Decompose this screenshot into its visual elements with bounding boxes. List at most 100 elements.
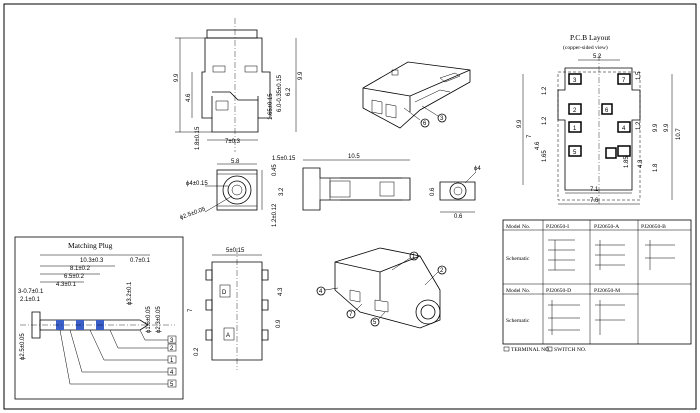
top-dim-d: 9.9 bbox=[298, 71, 304, 80]
plug-title: Matching Plug bbox=[68, 241, 113, 250]
plug-dim-10: ϕ2.5±0.05 bbox=[20, 333, 26, 360]
bottom-dim-right: 4.3 bbox=[278, 287, 284, 296]
plug-dim-1: 0.7±0.1 bbox=[130, 258, 151, 264]
plug-pin-label: 4 bbox=[170, 370, 174, 376]
pcb-pads: 3 7 2 6 1 4 5 bbox=[568, 73, 631, 159]
pcb-dim-r3: 9.9 bbox=[653, 123, 659, 132]
table-header-model: Model No. bbox=[506, 288, 531, 294]
plug-dim-2: 8.1±0.2 bbox=[70, 266, 91, 272]
pcb-dim-top: 5.2 bbox=[593, 54, 602, 60]
pcb-pad-label: 2 bbox=[573, 108, 577, 114]
matching-plug: Matching Plug 10.3±0.3 0.7±0.1 8.1±0.2 6… bbox=[14, 236, 184, 400]
top-view: 9.9 4.6 6.0-0.35±0.15 1.65±0.15 6.2 9.9 … bbox=[174, 18, 304, 152]
pcb-pad-label: 5 bbox=[573, 150, 577, 156]
pcb-dim-l2: 1.2 bbox=[542, 116, 548, 125]
top-dim-inner: 4.6 bbox=[186, 93, 192, 102]
pcb-pad-label: 1 bbox=[573, 126, 577, 132]
front-dim-h1: 0.45 bbox=[272, 164, 278, 176]
model-table: Model No. PJ20650-I PJ20650-A PJ20650-B … bbox=[502, 219, 692, 353]
plug-dim-6: 2.1±0.1 bbox=[20, 297, 41, 303]
pcb-dim-r6: 1.85 bbox=[624, 156, 630, 168]
pcb-pad-label: 7 bbox=[622, 78, 626, 84]
pcb-dim-l4: 7 bbox=[527, 134, 533, 138]
pcb-subtitle: (copper-sided view) bbox=[563, 44, 608, 51]
plug-dim-0: 10.3±0.3 bbox=[80, 258, 104, 264]
table-model-cell: PJ20650-M bbox=[594, 288, 620, 294]
iso-top-callout-6: 6 bbox=[423, 121, 427, 127]
pcb-dim-r2: 1.2 bbox=[636, 121, 642, 130]
detail-view: ϕ4 0.6 0.6 bbox=[430, 166, 481, 220]
pcb-dim-r7: 4.3 bbox=[638, 159, 644, 168]
front-dim-h3: 1.2±0.12 bbox=[272, 203, 278, 227]
pcb-dim-bot2: 7.6 bbox=[590, 198, 599, 204]
pcb-dim-bot1: 7.1 bbox=[590, 187, 599, 193]
pcb-dim-r4: 9.9 bbox=[664, 123, 670, 132]
plug-dim-7: ϕ3.2±0.1 bbox=[127, 281, 133, 305]
table-legend-switch: SWITCH NO. bbox=[554, 347, 587, 353]
plug-band-1 bbox=[56, 320, 64, 330]
detail-dim-d2: 0.6 bbox=[454, 214, 463, 220]
bottom-label-d: D bbox=[222, 290, 227, 296]
plug-dim-4: 4.3±0.1 bbox=[56, 282, 77, 288]
iso-bottom-callout-4: 4 bbox=[319, 289, 323, 295]
detail-dim-phi4: ϕ4 bbox=[474, 166, 481, 172]
plug-pin-label: 2 bbox=[170, 346, 174, 352]
iso-view-top: 6 3 bbox=[362, 61, 471, 129]
pcb-title: P.C.B Layout bbox=[570, 33, 611, 42]
top-dim-e: 1.8±0.15 bbox=[195, 126, 201, 150]
pcb-pad-label: 6 bbox=[605, 108, 609, 114]
front-dim-width: 5.8 bbox=[231, 159, 240, 165]
plug-pin-label: 5 bbox=[170, 382, 174, 388]
pcb-layout: P.C.B Layout (copper-sided view) 5.2 3 7… bbox=[517, 33, 682, 205]
pcb-dim-l6: 1.65 bbox=[542, 150, 548, 162]
detail-dim-d1: 0.6 bbox=[430, 187, 436, 196]
pcb-dim-l3: 9.9 bbox=[517, 119, 523, 128]
side-dim-length: 10.5 bbox=[348, 154, 360, 160]
pcb-pad-label: 3 bbox=[573, 78, 577, 84]
plug-dim-9: ϕ2.3±0.05 bbox=[156, 306, 162, 333]
table-model-cell: PJ20650-I bbox=[546, 224, 569, 230]
plug-dim-5: 3-0.7±0.1 bbox=[18, 289, 44, 295]
iso-top-callout-3: 3 bbox=[440, 116, 444, 122]
bottom-label-a: A bbox=[226, 333, 230, 339]
plug-pin-label: 1 bbox=[170, 358, 174, 364]
pcb-dim-l5: 4.6 bbox=[535, 141, 541, 150]
table-model-cell: PJ20650-B bbox=[641, 224, 666, 230]
front-dim-bore: ϕ4±0.15 bbox=[186, 181, 208, 187]
plug-dim-3: 6.5±0.2 bbox=[64, 274, 85, 280]
iso-view-bottom: 1 2 4 7 5 bbox=[316, 247, 447, 329]
pcb-dim-r1: 1.5 bbox=[636, 71, 642, 80]
pcb-dim-r8: 1.8 bbox=[653, 163, 659, 172]
plug-pins: 3 2 1 4 5 bbox=[167, 335, 177, 388]
pcb-dim-r5: 10.7 bbox=[676, 128, 682, 140]
front-dim-pin: ϕ2.5±0.05 bbox=[179, 206, 207, 221]
table-header-schematic: Schematic bbox=[506, 256, 530, 262]
table-header-model: Model No. bbox=[506, 224, 531, 230]
top-dim-width: 7±0.3 bbox=[225, 139, 241, 145]
iso-bottom-callout-5: 5 bbox=[373, 320, 377, 326]
top-dim-c: 6.2 bbox=[286, 87, 292, 96]
plug-pin-label: 3 bbox=[170, 338, 174, 344]
top-dim-a: 6.0-0.35±0.15 bbox=[277, 74, 283, 112]
bottom-dim-left: 0.2 bbox=[194, 347, 200, 356]
top-dim-height: 9.9 bbox=[174, 73, 180, 82]
sheet-border bbox=[3, 3, 697, 410]
bottom-dim-height: 7 bbox=[188, 308, 194, 312]
plug-dim-8: ϕ1.6±0.05 bbox=[146, 306, 152, 333]
iso-bottom-callout-2: 2 bbox=[440, 268, 444, 274]
iso-bottom-callout-1: 1 bbox=[412, 254, 416, 260]
front-dim-h2: 3.2 bbox=[279, 187, 285, 196]
table-legend-terminal: TERMINAL NO. bbox=[511, 347, 551, 353]
iso-bottom-callout-7: 7 bbox=[349, 312, 353, 318]
front-view: 5.8 ϕ4±0.15 ϕ2.5±0.05 0.45 3.2 1.2±0.12 bbox=[179, 159, 285, 227]
pcb-pad-label: 4 bbox=[622, 126, 626, 132]
side-view: 10.5 1.5±0.15 bbox=[272, 154, 411, 211]
bottom-dim-small: 0.9 bbox=[276, 319, 282, 328]
pcb-dim-l1: 1.2 bbox=[542, 86, 548, 95]
table-header-schematic: Schematic bbox=[506, 318, 530, 324]
bottom-dim-width: 5±0.15 bbox=[226, 248, 245, 254]
table-model-cell: PJ20650-D bbox=[546, 288, 571, 294]
top-dim-b: 1.65±0.15 bbox=[268, 93, 274, 120]
bottom-view: 5±0.15 D A 4.3 7 0.9 0.2 bbox=[188, 248, 284, 370]
